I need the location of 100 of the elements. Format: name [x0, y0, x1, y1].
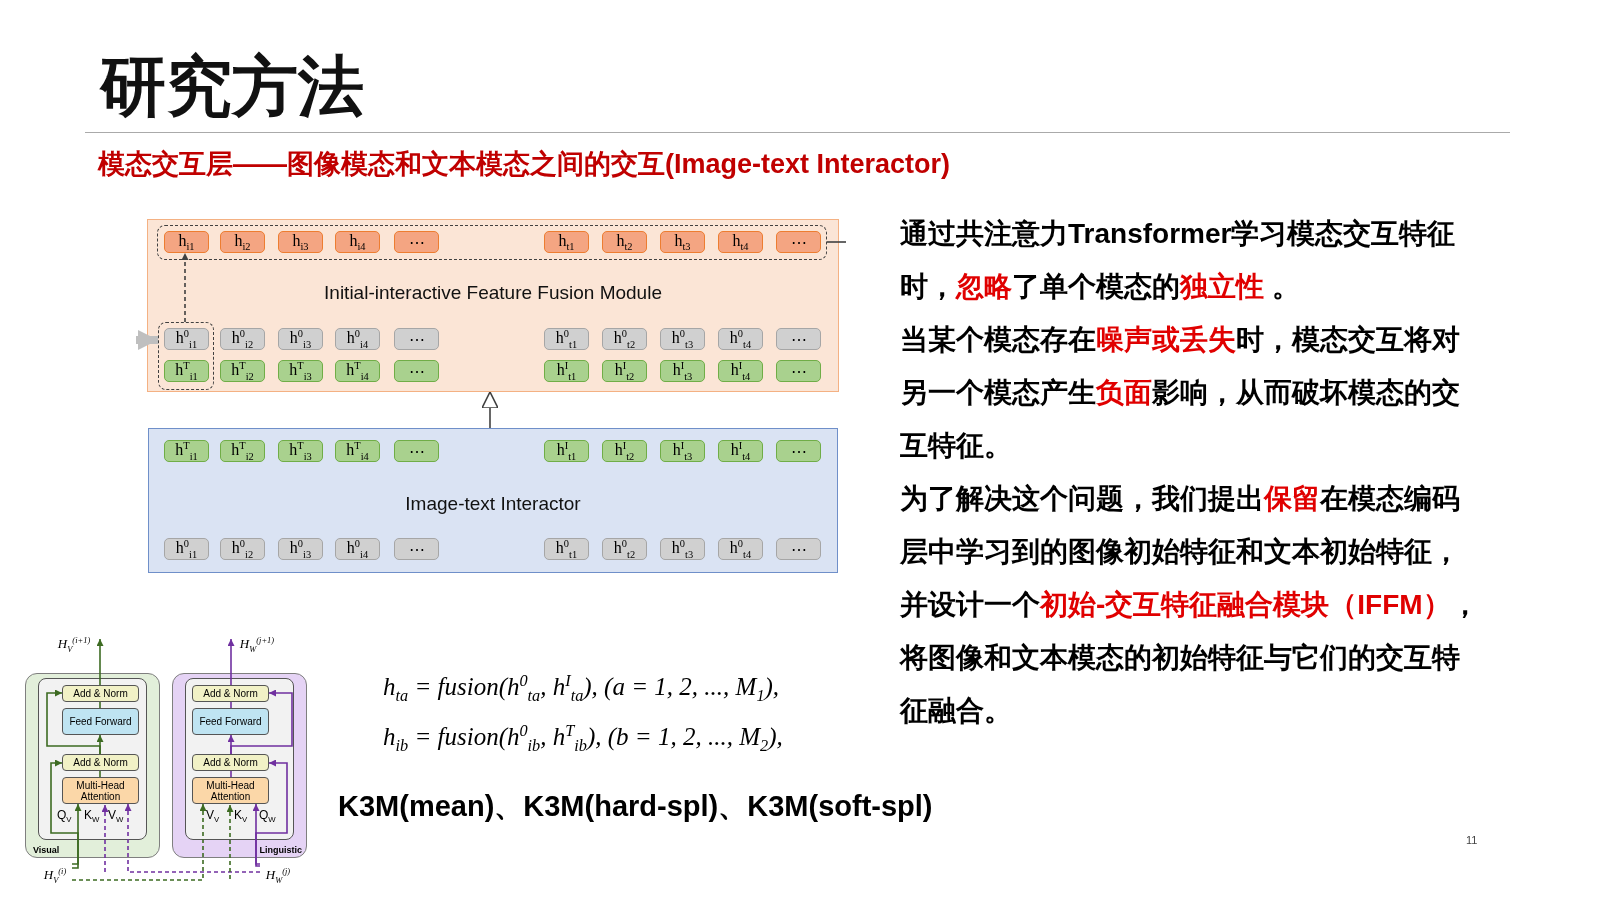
token-box [278, 231, 323, 253]
token-box [394, 360, 439, 382]
connector-line [99, 770, 101, 778]
input-symbol: V$_{W}$ [108, 808, 124, 825]
block-arrow [136, 330, 158, 350]
token-box [394, 538, 439, 560]
token-box [278, 328, 323, 350]
arrow [96, 638, 104, 686]
paragraph-text: 并设计一个初始-交互特征融合模块（IFFM）， [900, 588, 1480, 622]
token-box [660, 538, 705, 560]
module-title: Initial-interactive Feature Fusion Module [324, 282, 662, 304]
arrow [252, 803, 261, 867]
token-label: h$_{i4}$ [349, 231, 366, 253]
block-label: Add & Norm [202, 688, 259, 699]
token-label: ⋯ [790, 539, 807, 559]
token-box [335, 328, 380, 350]
module-title: Image-text Interactor [405, 493, 581, 515]
input-symbol: V$_{V}$ [206, 808, 220, 825]
token-box [718, 231, 763, 253]
connector-line [826, 241, 847, 243]
paragraph-text: 通过共注意力Transformer学习模态交互特征时，忽略了单个模态的独立性 。 [900, 217, 1457, 304]
input-symbol: Q$_{V}$ [57, 808, 72, 825]
layer-frame [185, 678, 294, 840]
module-panel [147, 219, 839, 392]
block-label: Add & Norm [202, 757, 259, 768]
token-label: h$_{t3}$ [674, 231, 691, 253]
formula-text: h$_{ta}$ = fusion(h$^{0}$$_{ta}$, h$^{I}$$_{ta}$), (a = 1, 2, ..., M$_{1}$), [383, 672, 780, 707]
token-box [602, 231, 647, 253]
token-box [220, 328, 265, 350]
add-norm-block [62, 685, 139, 702]
formula-text: h$_{ib}$ = fusion(h$^{0}$$_{ib}$, h$^{T}$$_{ib}$), (b = 1, 2, ..., M$_{2}$), [383, 722, 783, 757]
arrow [255, 759, 288, 865]
token-box [394, 328, 439, 350]
token-box [220, 538, 265, 560]
token-box [220, 231, 265, 253]
connector-line [99, 701, 101, 709]
paragraph-text: 为了解决这个问题，我们提出保留在模态编码层中学习到的图像初始特征和文本初始特征， [900, 482, 1461, 569]
input-symbol: Q$_{W}$ [259, 808, 276, 825]
token-box [278, 360, 323, 382]
paragraph-text: 将图像和文本模态的初始特征与它们的交互特征融合。 [900, 641, 1461, 728]
token-box [164, 538, 209, 560]
add-norm-block [192, 685, 269, 702]
block-label: Feed Forward [198, 716, 263, 727]
token-box [660, 440, 705, 462]
token-label: ⋯ [790, 232, 807, 252]
token-box [544, 360, 589, 382]
token-box [164, 328, 209, 350]
token-box [335, 360, 380, 382]
token-label: ⋯ [408, 361, 425, 381]
module-panel [148, 428, 838, 573]
hollow-arrow [481, 391, 499, 429]
token-box [335, 538, 380, 560]
token-box [335, 231, 380, 253]
token-label: ⋯ [408, 232, 425, 252]
panel-label: Linguistic [259, 845, 302, 855]
page-number: 11 [1466, 834, 1478, 846]
token-label: h$_{t1}$ [558, 231, 575, 253]
arrow [46, 689, 101, 755]
token-box [220, 440, 265, 462]
section-heading: 模态交互层——图像模态和文本模态之间的交互(Image-text Interactor) [98, 148, 951, 181]
token-box [220, 360, 265, 382]
token-box [164, 360, 209, 382]
feed-forward-block [192, 708, 269, 735]
token-box [602, 328, 647, 350]
panel-label: Visual [33, 845, 60, 855]
token-box [718, 360, 763, 382]
token-label: h$_{i2}$ [234, 231, 251, 253]
encoder-panel [25, 673, 160, 858]
token-box [602, 360, 647, 382]
dashed-group-box [157, 225, 827, 260]
token-label: h$_{i1}$ [178, 231, 195, 253]
feed-forward-block [62, 708, 139, 735]
dashed-group-box [158, 322, 214, 390]
arrow [50, 759, 79, 865]
arrow [181, 252, 189, 323]
token-box [335, 440, 380, 462]
token-box [278, 538, 323, 560]
token-box [278, 440, 323, 462]
token-box [602, 440, 647, 462]
token-label: h$_{i3}$ [292, 231, 309, 253]
token-box [660, 360, 705, 382]
block-label: Multi-Head Attention [205, 779, 256, 802]
input-symbol: K$_{W}$ [84, 808, 100, 825]
token-box [602, 538, 647, 560]
arrow [227, 638, 235, 686]
token-box [544, 440, 589, 462]
connector-line [230, 770, 232, 778]
token-box [776, 538, 821, 560]
slide-title: 研究方法 [100, 48, 364, 125]
token-box [776, 328, 821, 350]
token-box [776, 360, 821, 382]
add-norm-block [192, 754, 269, 771]
paragraph-text: 当某个模态存在噪声或丢失时，模态交互将对另一个模态产生负面影响，从而破坏模态的交互特征。 [900, 323, 1461, 463]
token-box [394, 231, 439, 253]
token-label: h$_{t2}$ [616, 231, 633, 253]
token-label: ⋯ [408, 441, 425, 461]
connector-line [230, 701, 232, 709]
token-box [164, 231, 209, 253]
block-label: Multi-Head Attention [75, 779, 126, 802]
block-label: Feed Forward [68, 716, 133, 727]
